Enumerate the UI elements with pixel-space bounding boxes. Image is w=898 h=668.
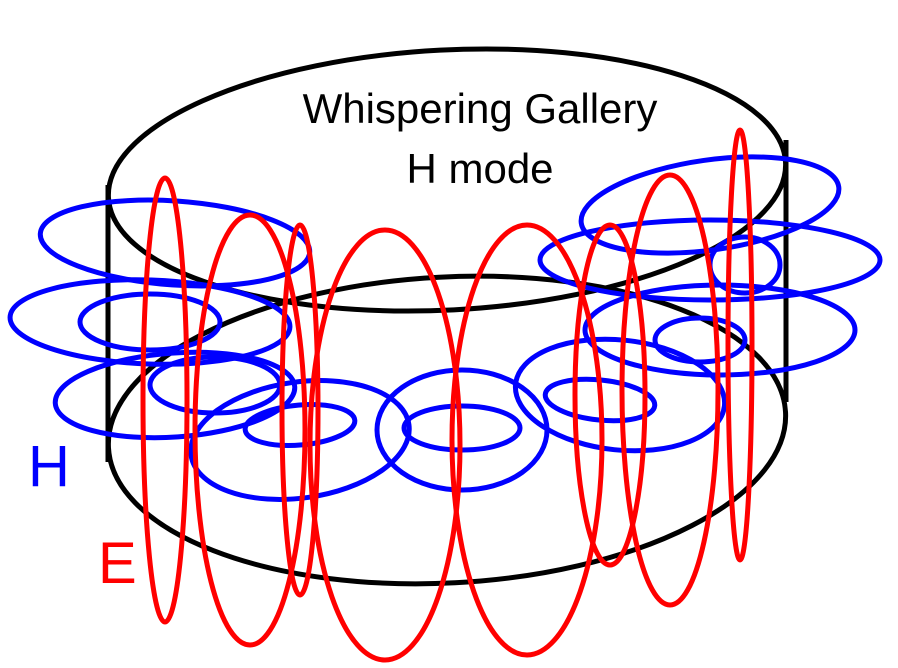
h-field-loop <box>542 376 658 424</box>
diagram-title-line2: H mode <box>406 145 554 192</box>
h-field-loop <box>242 402 358 448</box>
h-field-loop <box>77 291 223 353</box>
cylinder-cavity <box>105 46 789 587</box>
h-field-loop <box>52 349 298 441</box>
h-field-loop <box>652 315 748 365</box>
e-field-loop <box>307 227 463 663</box>
e-field-loop <box>192 212 308 648</box>
h-field-loop <box>512 336 728 454</box>
e-field-loops <box>140 127 755 663</box>
e-field-loop <box>449 222 605 658</box>
h-field-loop <box>188 378 412 502</box>
diagram-title-line1: Whispering Gallery <box>302 85 658 132</box>
h-field-label: H <box>28 434 70 499</box>
e-field-loop <box>279 222 321 598</box>
h-field-loop <box>537 217 883 303</box>
e-field-loop <box>725 127 755 563</box>
e-field-loop <box>619 172 721 608</box>
e-field-label: E <box>98 531 137 596</box>
h-field-loop <box>147 354 283 416</box>
e-field-loop <box>572 222 648 568</box>
h-field-loop <box>7 277 293 367</box>
e-field-loop <box>140 175 190 625</box>
